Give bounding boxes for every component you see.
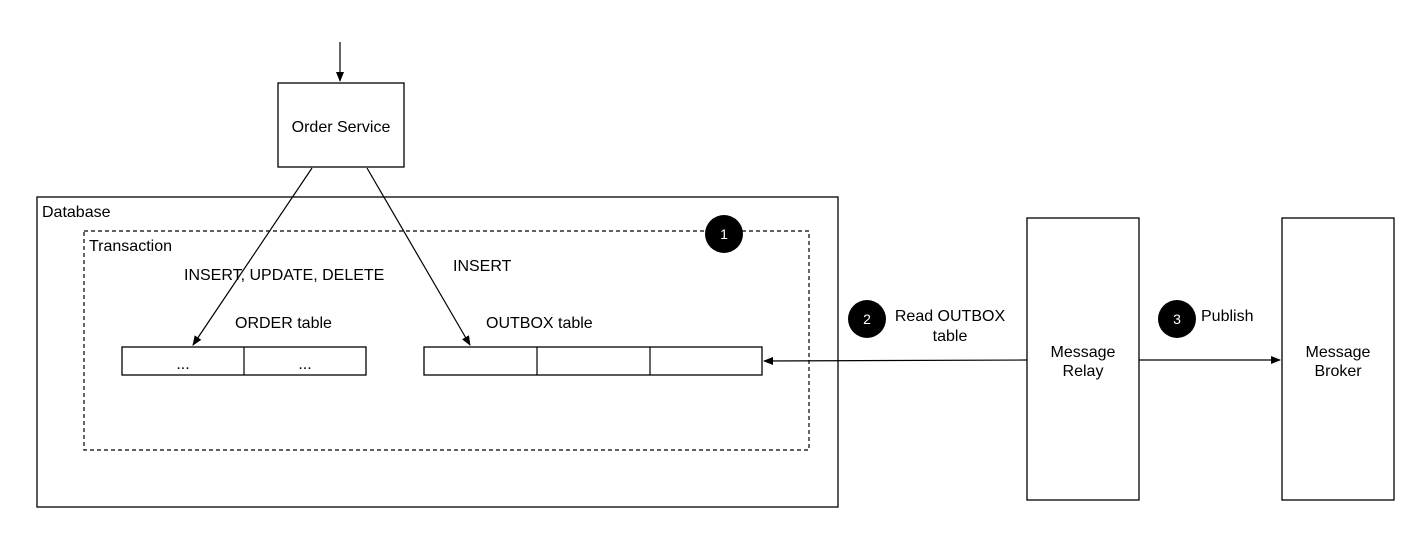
transaction-container bbox=[83, 230, 810, 451]
step-1-number: 1 bbox=[720, 226, 728, 242]
read-outbox-label-line1: Read OUTBOX bbox=[895, 308, 1006, 325]
insert-update-delete-label: INSERT, UPDATE, DELETE bbox=[184, 267, 384, 284]
order-service-box bbox=[277, 82, 405, 168]
read-outbox-label-line2: table bbox=[933, 328, 968, 345]
arrow-to-outbox-table bbox=[366, 167, 471, 346]
read-outbox-arrow bbox=[763, 356, 1028, 365]
publish-label: Publish bbox=[1201, 308, 1253, 325]
step-2-number: 2 bbox=[863, 311, 871, 327]
arrow-to-order-table bbox=[192, 167, 313, 346]
order-table-label: ORDER table bbox=[235, 315, 332, 332]
message-broker-label-line1: Message bbox=[1306, 344, 1371, 361]
step-3-badge bbox=[1158, 300, 1196, 338]
message-broker-label-line2: Broker bbox=[1314, 363, 1362, 380]
message-broker-box bbox=[1281, 217, 1395, 501]
message-relay-label-line1: Message bbox=[1051, 344, 1116, 361]
database-label: Database bbox=[42, 204, 111, 221]
outbox-table-label: OUTBOX table bbox=[486, 315, 593, 332]
order-service-label: Order Service bbox=[292, 119, 391, 136]
order-table-cell-1: ... bbox=[176, 356, 189, 373]
transaction-label: Transaction bbox=[89, 238, 172, 255]
step-2-badge bbox=[848, 300, 886, 338]
insert-label: INSERT bbox=[453, 258, 512, 275]
outbox-table bbox=[423, 346, 763, 376]
step-1-badge bbox=[705, 215, 743, 253]
order-table-cell-2: ... bbox=[298, 356, 311, 373]
message-relay-box bbox=[1026, 217, 1140, 501]
step-3-number: 3 bbox=[1173, 311, 1181, 327]
message-relay-label-line2: Relay bbox=[1063, 363, 1104, 380]
